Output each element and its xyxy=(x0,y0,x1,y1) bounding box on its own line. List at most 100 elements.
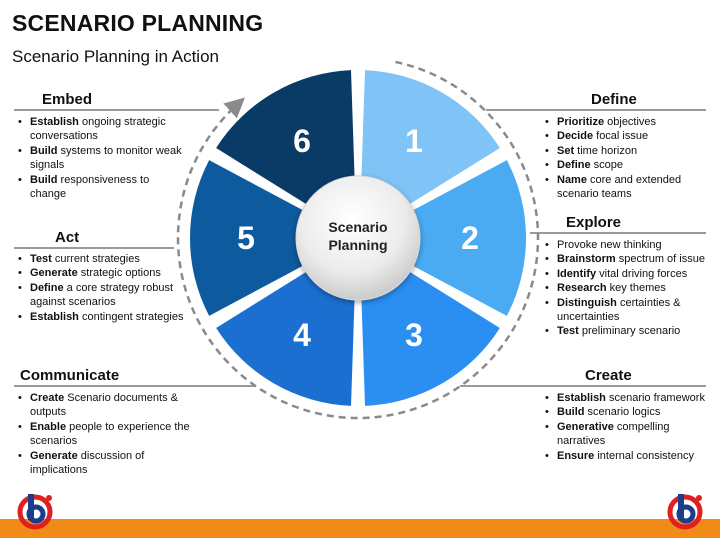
list-item: Decide focal issue xyxy=(543,129,713,144)
wheel-segment-number: 3 xyxy=(405,317,423,353)
section-title-embed: Embed xyxy=(42,91,93,108)
center-label-line1: Scenario xyxy=(328,219,387,235)
list-item-text: certainties & uncertainties xyxy=(557,296,681,324)
list-item-text: internal consistency xyxy=(594,449,694,462)
list-item: Establish ongoing strategic conversation… xyxy=(16,115,186,144)
list-item-keyword: Create xyxy=(30,392,65,404)
list-item-text: core and extended scenario teams xyxy=(557,173,682,201)
section-title-define: Define xyxy=(591,91,637,108)
list-item-keyword: Decide xyxy=(557,130,594,143)
divider-define xyxy=(486,109,706,111)
list-item: Build scenario logics xyxy=(543,405,708,420)
list-item-text: vital driving forces xyxy=(596,267,688,280)
list-item-text: compelling narratives xyxy=(557,420,670,448)
wheel-segment-number: 4 xyxy=(293,317,311,353)
list-item-keyword: Generate xyxy=(30,449,78,462)
center-label-line2: Planning xyxy=(328,237,387,253)
section-title-explore: Explore xyxy=(566,214,622,231)
list-item: Research key themes xyxy=(543,281,708,296)
list-item-keyword: Test xyxy=(557,325,579,338)
list-item-keyword: Enable xyxy=(30,420,67,433)
list-item: Generate strategic options xyxy=(16,266,191,281)
list-item-keyword: Build xyxy=(30,173,58,186)
list-item: Generative compelling narratives xyxy=(543,420,708,449)
divider-create xyxy=(460,385,706,387)
list-item-text: contingent strategies xyxy=(78,310,184,323)
list-item: Ensure internal consistency xyxy=(543,449,708,464)
list-act: Test current strategiesGenerate strategi… xyxy=(16,252,191,324)
page-subtitle: Scenario Planning in Action xyxy=(12,47,219,66)
section-title-create: Create xyxy=(585,367,632,384)
list-item-text: responsiveness to change xyxy=(30,173,150,201)
list-item-text: strategic options xyxy=(77,267,161,280)
list-item: Define a core strategy robust against sc… xyxy=(16,281,191,310)
list-item-keyword: Test xyxy=(30,253,52,265)
list-item-keyword: Establish xyxy=(30,116,79,128)
list-item: Test current strategies xyxy=(16,252,191,267)
cycle-arrow xyxy=(176,60,540,420)
divider-act xyxy=(14,247,174,249)
section-title-communicate: Communicate xyxy=(20,367,120,384)
wheel-segment-number: 1 xyxy=(405,123,423,159)
list-item-keyword: Establish xyxy=(557,392,606,404)
list-item-keyword: Define xyxy=(30,281,64,294)
list-item-text: scenario logics xyxy=(584,406,661,419)
section-title-act: Act xyxy=(55,229,80,246)
wheel-segment-number: 2 xyxy=(461,220,479,256)
list-item: Name core and extended scenario teams xyxy=(543,173,713,202)
list-item-text: time horizon xyxy=(574,144,638,157)
list-item-text: ongoing strategic conversations xyxy=(30,116,166,143)
list-item-text: systems to monitor weak signals xyxy=(30,144,182,172)
list-item: Create Scenario documents & outputs xyxy=(16,391,191,420)
list-item-keyword: Build xyxy=(30,144,58,157)
divider-embed xyxy=(14,109,219,111)
page-title: SCENARIO PLANNING xyxy=(12,10,264,36)
wheel-segment-5 xyxy=(190,160,355,316)
list-create: Establish scenario frameworkBuild scenar… xyxy=(543,391,708,463)
list-item-keyword: Prioritize xyxy=(557,116,605,128)
list-item-keyword: Brainstorm xyxy=(557,253,616,266)
list-item: Set time horizon xyxy=(543,144,713,159)
scenario-wheel: 1 2 3 4 5 6 Scenario Planning xyxy=(176,60,540,420)
list-item-keyword: Ensure xyxy=(557,449,595,462)
brand-logo-icon xyxy=(17,494,53,530)
list-explore: Provoke new thinkingBrainstorm spectrum … xyxy=(543,238,708,339)
list-item-keyword: Build xyxy=(557,406,585,419)
brand-logo-icon-right xyxy=(667,494,703,530)
list-item-text: scope xyxy=(590,159,624,172)
list-item: Establish scenario framework xyxy=(543,391,708,406)
list-item-text: a core strategy robust against scenarios xyxy=(30,281,174,309)
list-item: Brainstorm spectrum of issue xyxy=(543,252,708,267)
list-define: Prioritize objectivesDecide focal issueS… xyxy=(543,115,713,201)
list-item-text: people to experience the scenarios xyxy=(30,420,190,448)
list-item: Establish contingent strategies xyxy=(16,310,191,325)
list-item-keyword: Define xyxy=(557,159,591,172)
list-item-keyword: Research xyxy=(557,282,607,295)
list-item: Identify vital driving forces xyxy=(543,267,708,282)
wheel-segment-number: 6 xyxy=(293,123,311,159)
bottom-bar xyxy=(0,519,720,538)
list-item: Generate discussion of implications xyxy=(16,449,191,478)
center-hub xyxy=(295,175,421,301)
wheel-segment-2 xyxy=(361,160,526,316)
list-item-keyword: Distinguish xyxy=(557,296,617,309)
list-item-text: spectrum of issue xyxy=(615,253,705,266)
list-item-keyword: Name xyxy=(557,173,587,186)
list-item: Distinguish certainties & uncertainties xyxy=(543,296,708,325)
list-item: Prioritize objectives xyxy=(543,115,713,130)
list-item-text: objectives xyxy=(604,116,657,128)
list-item-text: key themes xyxy=(606,282,666,295)
list-item-text: discussion of implications xyxy=(30,449,145,477)
divider-explore xyxy=(530,232,706,234)
list-item-text: Provoke new thinking xyxy=(557,239,662,251)
list-item-keyword: Set xyxy=(557,144,575,157)
list-item: Test preliminary scenario xyxy=(543,324,708,339)
wheel-segment-number: 5 xyxy=(237,220,255,256)
list-item-keyword: Identify xyxy=(557,267,597,280)
list-item-text: Scenario documents & outputs xyxy=(30,392,178,419)
list-item-text: focal issue xyxy=(593,130,649,143)
list-item: Build responsiveness to change xyxy=(16,173,186,202)
list-communicate: Create Scenario documents & outputsEnabl… xyxy=(16,391,191,477)
list-item-keyword: Establish xyxy=(30,310,79,323)
divider-communicate xyxy=(14,385,256,387)
